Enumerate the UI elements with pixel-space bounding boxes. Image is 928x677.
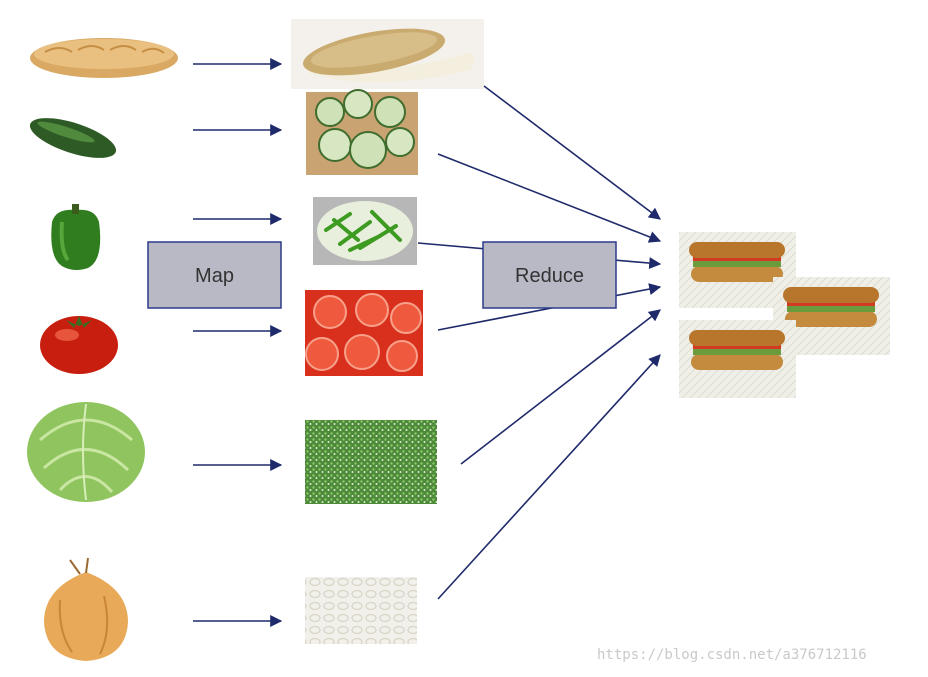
sliced-cucumber-image <box>306 89 418 175</box>
bread-loaf-image <box>30 38 178 78</box>
reduce-arrow-cucumber <box>437 153 662 243</box>
map-arrows <box>193 58 283 627</box>
cucumber-image <box>29 118 117 158</box>
sandwich-image-top <box>679 232 796 308</box>
green-pepper-image <box>51 204 101 270</box>
sandwich-image-bottom <box>679 320 796 398</box>
sliced-onion-image <box>305 577 417 644</box>
chopped-lettuce-image <box>305 420 437 504</box>
reduce-box: Reduce <box>482 241 617 309</box>
sliced-pepper-image <box>313 197 417 265</box>
lettuce-image <box>27 402 145 502</box>
watermark-url: https://blog.csdn.net/a376712116 <box>597 647 867 663</box>
map-box: Map <box>147 241 282 309</box>
reduce-label: Reduce <box>515 265 584 287</box>
sliced-tomato-image <box>305 290 423 376</box>
onion-image <box>44 557 128 661</box>
reduce-arrow-onion <box>437 354 661 600</box>
reduce-arrows <box>417 85 662 600</box>
map-label: Map <box>195 265 234 287</box>
reduce-arrow-lettuce <box>460 309 661 465</box>
tomato-image <box>40 316 118 374</box>
reduce-arrow-bread <box>483 85 661 220</box>
sliced-bread-image <box>291 19 484 89</box>
